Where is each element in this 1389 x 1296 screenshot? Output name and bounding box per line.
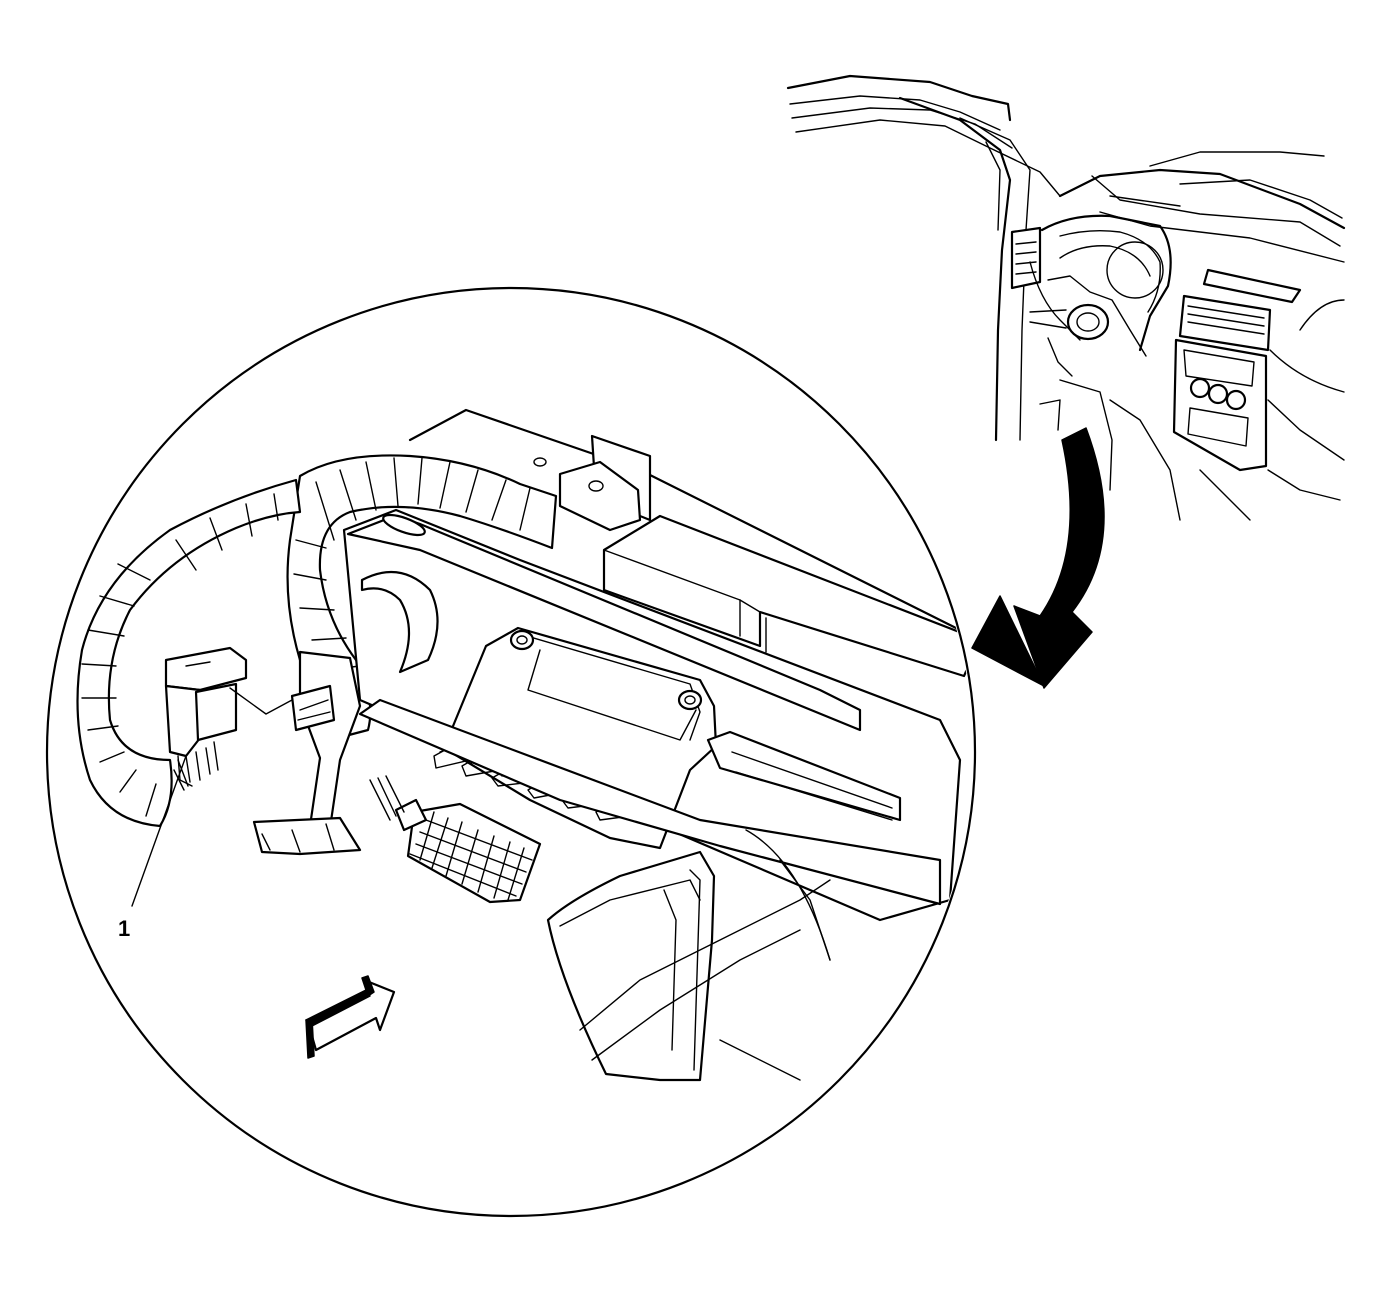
callout-1-label: 1	[118, 916, 131, 941]
view-direction-arrow-icon	[305, 975, 396, 1059]
callout-1-leader	[131, 755, 187, 907]
detail-view	[76, 408, 973, 1082]
harness-connector	[164, 646, 293, 791]
curved-arrow-icon	[971, 427, 1105, 689]
detail-circle	[45, 286, 977, 1218]
dashboard-overview	[786, 74, 1346, 521]
